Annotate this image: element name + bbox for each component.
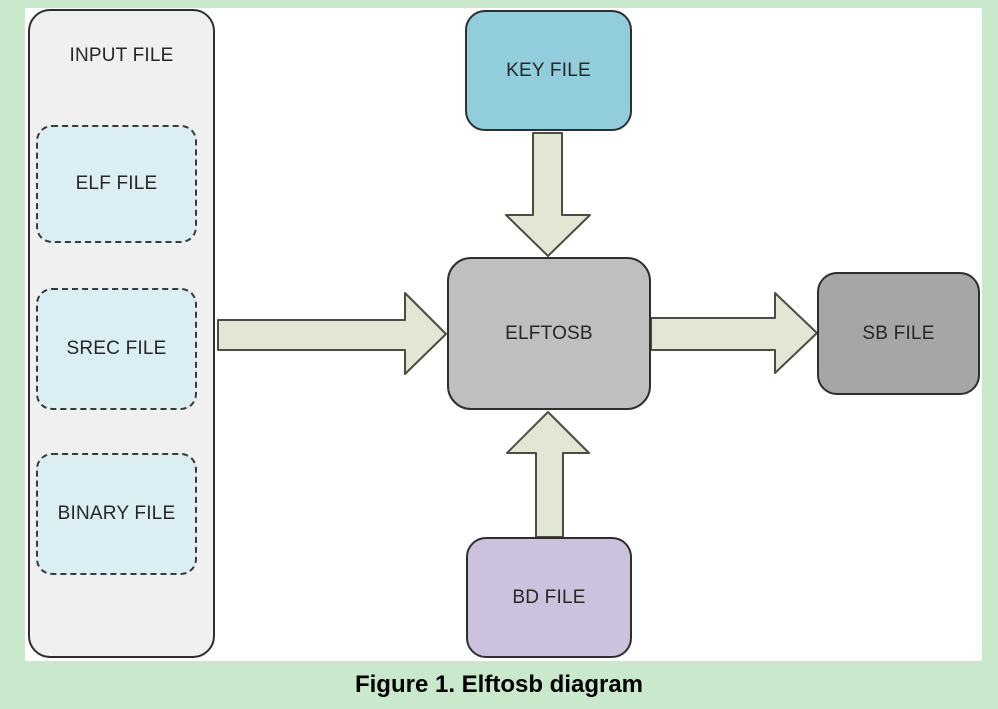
bd-file-node: BD FILE bbox=[466, 537, 632, 658]
figure-caption: Figure 1. Elftosb diagram bbox=[354, 671, 644, 698]
binary-file-label: BINARY FILE bbox=[57, 503, 176, 524]
arrow-input-to-elftosb bbox=[217, 292, 447, 375]
key-file-label: KEY FILE bbox=[506, 59, 591, 81]
sb-file-label: SB FILE bbox=[862, 322, 935, 344]
input-file-group-label: INPUT FILE bbox=[69, 45, 174, 66]
binary-file-node: BINARY FILE bbox=[36, 453, 197, 575]
elftosb-label: ELFTOSB bbox=[505, 322, 593, 344]
arrow-keyfile-to-elftosb bbox=[505, 132, 591, 257]
srec-file-node: SREC FILE bbox=[36, 288, 197, 410]
elftosb-node: ELFTOSB bbox=[447, 257, 651, 410]
srec-file-label: SREC FILE bbox=[66, 338, 167, 359]
arrow-bdfile-to-elftosb bbox=[506, 411, 590, 538]
bd-file-label: BD FILE bbox=[512, 586, 586, 608]
elf-file-label: ELF FILE bbox=[75, 173, 158, 194]
key-file-node: KEY FILE bbox=[465, 10, 632, 131]
arrow-elftosb-to-sbfile bbox=[650, 292, 818, 374]
elf-file-node: ELF FILE bbox=[36, 125, 197, 243]
sb-file-node: SB FILE bbox=[817, 272, 980, 395]
